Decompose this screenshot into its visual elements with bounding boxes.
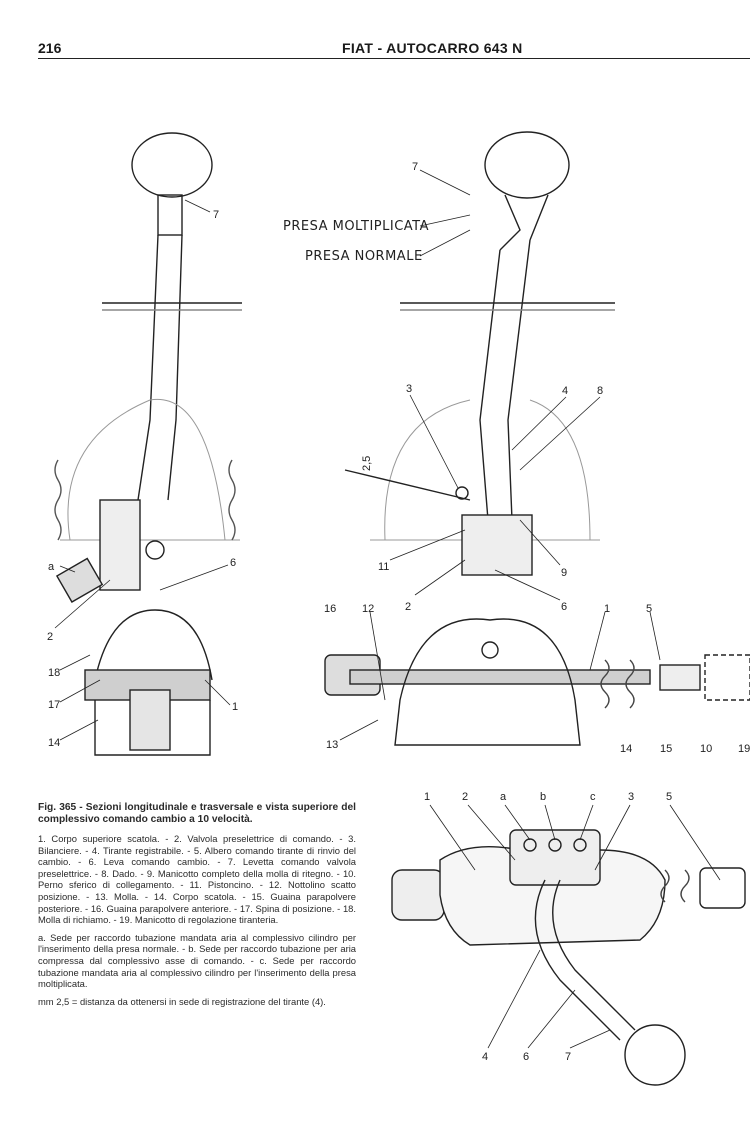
page-header: 216 FIAT - AUTOCARRO 643 N: [38, 38, 750, 59]
svg-text:a: a: [48, 561, 55, 573]
svg-text:11: 11: [378, 561, 389, 573]
svg-text:17: 17: [48, 699, 60, 711]
svg-text:2: 2: [462, 791, 468, 803]
svg-text:12: 12: [362, 603, 374, 615]
svg-text:6: 6: [230, 557, 236, 569]
svg-text:13: 13: [326, 739, 338, 751]
caption-legend: 1. Corpo superiore scatola. - 2. Valvola…: [38, 833, 356, 926]
svg-text:3: 3: [406, 383, 412, 395]
left-callouts: 7 a 6 2 18 17 14 1: [47, 199, 238, 749]
svg-text:PRESA NORMALE: PRESA NORMALE: [305, 249, 423, 264]
svg-text:1: 1: [232, 701, 238, 713]
svg-text:b: b: [540, 791, 546, 803]
svg-text:PRESA MOLTIPLICATA: PRESA MOLTIPLICATA: [283, 219, 429, 234]
longitudinal-section: [54, 132, 242, 756]
svg-text:2: 2: [405, 601, 411, 613]
svg-text:4: 4: [562, 385, 568, 397]
svg-text:14: 14: [620, 743, 632, 755]
svg-text:a: a: [500, 791, 507, 803]
svg-text:5: 5: [646, 603, 652, 615]
svg-text:7: 7: [565, 1051, 571, 1063]
svg-text:c: c: [590, 791, 596, 803]
page-number: 216: [38, 40, 62, 56]
caption-notes: a. Sede per raccordo tubazione mandata a…: [38, 931, 356, 990]
svg-text:4: 4: [482, 1051, 488, 1063]
running-title: FIAT - AUTOCARRO 643 N: [342, 40, 523, 56]
svg-text:14: 14: [48, 737, 60, 749]
caption-dimension-note: mm 2,5 = distanza da ottenersi in sede d…: [38, 995, 326, 1007]
svg-text:16: 16: [324, 603, 336, 615]
svg-text:8: 8: [597, 385, 603, 397]
svg-text:2,5: 2,5: [361, 456, 373, 471]
svg-text:15: 15: [660, 743, 672, 755]
top-view: [391, 829, 746, 1086]
svg-text:9: 9: [561, 567, 567, 579]
svg-text:10: 10: [700, 743, 712, 755]
svg-text:7: 7: [213, 209, 219, 221]
caption-title: Fig. 365 - Sezioni longitudinale e trasv…: [38, 802, 356, 825]
svg-text:1: 1: [424, 791, 430, 803]
right-callouts: 7 PRESA MOLTIPLICATA PRESA NORMALE 3 4 8…: [283, 161, 750, 755]
transverse-section: [324, 131, 750, 746]
svg-text:3: 3: [628, 791, 634, 803]
svg-text:6: 6: [523, 1051, 529, 1063]
svg-text:6: 6: [561, 601, 567, 613]
svg-text:19: 19: [738, 743, 750, 755]
svg-text:1: 1: [604, 603, 610, 615]
figure-caption: Fig. 365 - Sezioni longitudinale e trasv…: [38, 802, 356, 1013]
svg-text:5: 5: [666, 791, 672, 803]
svg-text:7: 7: [412, 161, 418, 173]
bottom-callouts: 1 2 a b c 3 5 4 6 7: [424, 791, 721, 1063]
svg-text:2: 2: [47, 631, 53, 643]
svg-text:18: 18: [48, 667, 60, 679]
